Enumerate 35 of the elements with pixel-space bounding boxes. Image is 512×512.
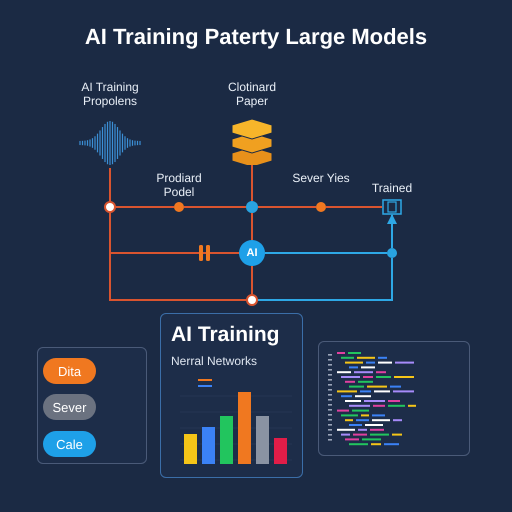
card-panel: [37, 347, 147, 464]
node-caption: Clotinard Paper: [226, 80, 278, 108]
connector-line: [326, 206, 382, 208]
connector-line: [109, 168, 111, 201]
arrow: [387, 214, 397, 248]
connector-line: [116, 206, 174, 208]
device-icon: [382, 199, 402, 215]
connector-line: [251, 165, 253, 201]
junction-dot: [104, 201, 116, 213]
chart-card: [160, 313, 303, 478]
junction-dot: [387, 248, 397, 258]
junction-dot: [246, 201, 258, 213]
connector-line: [251, 213, 253, 240]
connector-line: [184, 206, 246, 208]
connector-line: [109, 213, 246, 301]
process-circle: AI: [239, 240, 265, 266]
code-card: [318, 341, 470, 456]
category-pill: Dita: [43, 358, 96, 384]
waveform-icon: [78, 118, 142, 168]
category-pill: Cale: [43, 431, 96, 457]
node-caption: Trained: [370, 181, 414, 195]
node-caption: AI Training Propolens: [80, 80, 140, 108]
category-pill: Sever: [43, 394, 96, 420]
node-caption: Sever Yies: [292, 171, 350, 185]
card-subheading: Nerral Networks: [171, 354, 258, 368]
junction-dot: [316, 202, 326, 212]
connector-line: [258, 258, 393, 301]
connector-line: [251, 266, 253, 294]
card-heading: AI Training: [171, 323, 280, 347]
node-caption: Prodiard Podel: [155, 171, 203, 199]
connector-line: [258, 206, 316, 208]
connector-line: [265, 252, 387, 254]
junction-dot: [174, 202, 184, 212]
title: AI Training Paterty Large Models: [84, 24, 428, 49]
junction-dot: [246, 294, 258, 306]
